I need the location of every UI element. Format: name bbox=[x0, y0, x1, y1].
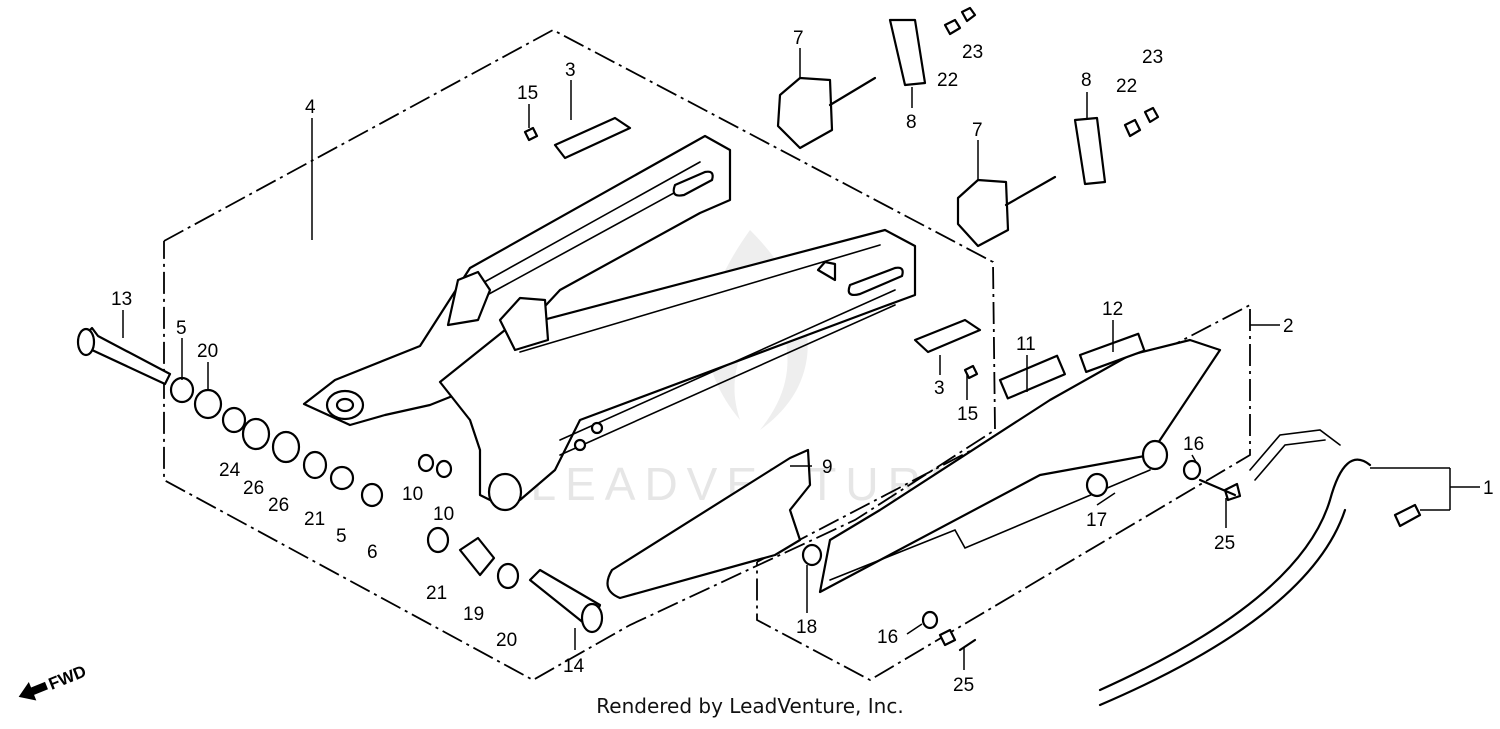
callout-21-top: 21 bbox=[304, 509, 325, 530]
callout-5-bottom: 5 bbox=[336, 526, 347, 547]
chain-case bbox=[801, 332, 1222, 630]
callout-22-right: 22 bbox=[1116, 76, 1137, 97]
swingarm-group-outline bbox=[163, 28, 996, 682]
callout-25-right: 25 bbox=[1214, 533, 1235, 554]
callout-20-bottom: 20 bbox=[496, 630, 517, 651]
callout-8-right: 8 bbox=[1081, 70, 1092, 91]
callout-15-top: 15 bbox=[517, 83, 538, 104]
callout-14: 14 bbox=[563, 656, 585, 677]
callout-13: 13 bbox=[111, 289, 132, 310]
callout-leaders bbox=[122, 48, 1480, 670]
chain-slider bbox=[606, 448, 812, 600]
callout-11: 11 bbox=[1016, 334, 1036, 355]
callout-22-left: 22 bbox=[937, 70, 958, 91]
callout-21-bottom: 21 bbox=[426, 583, 447, 604]
fwd-label: FWD bbox=[46, 662, 89, 694]
callout-17: 17 bbox=[1086, 510, 1107, 531]
callout-18: 18 bbox=[796, 617, 817, 638]
callout-9: 9 bbox=[822, 457, 833, 478]
drive-chain bbox=[938, 429, 1422, 707]
callout-24: 24 bbox=[219, 460, 241, 481]
callout-labels: 1 2 3 3 4 5 5 6 7 7 8 8 9 10 10 11 12 13… bbox=[111, 28, 1494, 696]
callout-26-left: 26 bbox=[243, 478, 264, 499]
callout-4: 4 bbox=[305, 97, 316, 118]
callout-16-bottom: 16 bbox=[877, 627, 898, 648]
footer-credit: Rendered by LeadVenture, Inc. bbox=[596, 694, 904, 718]
pivot-hardware bbox=[76, 326, 604, 634]
callout-15-right: 15 bbox=[957, 404, 978, 425]
callout-10-left: 10 bbox=[402, 484, 423, 505]
callout-3-top: 3 bbox=[565, 60, 576, 81]
callout-10-right: 10 bbox=[433, 504, 454, 525]
callout-1: 1 bbox=[1483, 478, 1494, 499]
callout-25-bottom: 25 bbox=[953, 675, 974, 696]
callout-8-left: 8 bbox=[906, 112, 917, 133]
callout-20-top: 20 bbox=[197, 341, 218, 362]
callout-5-top: 5 bbox=[176, 318, 187, 339]
swingarm bbox=[302, 134, 917, 512]
callout-6: 6 bbox=[367, 542, 378, 563]
callout-23-left: 23 bbox=[962, 42, 983, 63]
callout-19: 19 bbox=[463, 604, 484, 625]
chain-adjusters bbox=[523, 6, 1160, 380]
callout-26-right: 26 bbox=[268, 495, 289, 516]
callout-3-right: 3 bbox=[934, 378, 945, 399]
callout-7-right: 7 bbox=[972, 120, 983, 141]
callout-7-left: 7 bbox=[793, 28, 804, 49]
fwd-arrow-icon bbox=[18, 681, 48, 701]
callout-23-right: 23 bbox=[1142, 47, 1163, 68]
callout-16-right: 16 bbox=[1183, 434, 1204, 455]
callout-2: 2 bbox=[1283, 316, 1294, 337]
callout-12: 12 bbox=[1102, 299, 1123, 320]
